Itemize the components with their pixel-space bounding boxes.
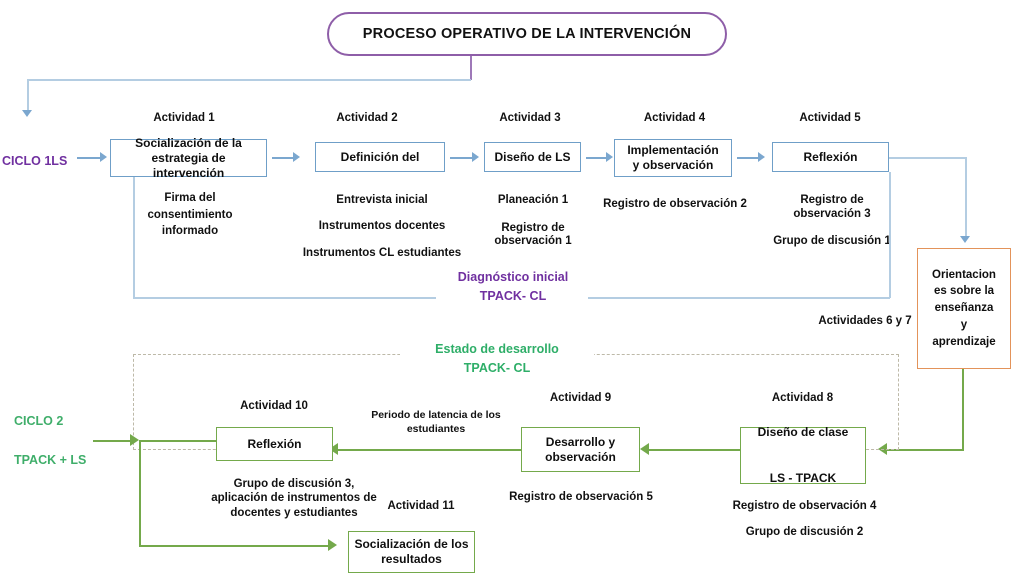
activity-1-outputs: Firma del consentimiento informado: [147, 192, 233, 238]
activity-8-outputs: Registro de observación 4 Grupo de discu…: [732, 500, 877, 539]
activity-5-outputs: Registro de observación 3 Grupo de discu…: [773, 194, 891, 248]
page-title: PROCESO OPERATIVO DE LA INTERVENCIÓN: [362, 26, 692, 42]
a8-a9-arrow-icon: [640, 443, 649, 455]
cycle2-entry-arrow-icon: [130, 434, 139, 446]
activity-4-number: Actividad 4: [643, 112, 706, 124]
a5-to-orientation-arrow-icon: [960, 236, 970, 243]
a3-a4-line: [586, 157, 609, 159]
cycle1-entry-arrow-icon: [100, 152, 107, 162]
cycle2-entry-line: [93, 440, 133, 443]
a8-a9-line: [649, 449, 741, 452]
title-elbow-vertical: [27, 79, 29, 112]
title-down-connector: [470, 56, 472, 80]
a5-to-orientation-vertical: [965, 157, 967, 239]
latency-note: Periodo de latencia de los estudiantes: [371, 409, 501, 435]
cycle1-phase-label: Diagnóstico inicial TPACK- CL: [457, 270, 569, 303]
activity-2-box[interactable]: Definición del: [315, 142, 445, 172]
cycle2-loop-vertical: [139, 440, 142, 547]
a2-a3-line: [450, 157, 475, 159]
activity-1-number: Actividad 1: [153, 112, 215, 124]
activity-11-box[interactable]: Socialización de los resultados: [348, 531, 475, 573]
activity-5-box[interactable]: Reflexión: [772, 142, 889, 172]
orientation-highlight-box[interactable]: Orientacion es sobre la enseñanza y apre…: [917, 248, 1011, 369]
cycle1-feedback-horizontal-b: [588, 297, 890, 299]
a3-a4-arrow-icon: [606, 152, 613, 162]
cycle1-feedback-vertical-left: [133, 177, 135, 298]
activity-10-box[interactable]: Reflexión: [216, 427, 333, 461]
activity-2-number: Actividad 2: [336, 112, 398, 124]
activity-4-outputs: Registro de observación 2: [603, 198, 747, 210]
cycle1-entry-line: [77, 157, 103, 159]
cycle2-label: CICLO 2 TPACK + LS: [14, 414, 87, 467]
activity-8-number: Actividad 8: [771, 392, 834, 404]
activity-4-box[interactable]: Implementación y observación: [614, 139, 732, 177]
a9-a10-arrow-icon: [329, 443, 338, 455]
cycle2-phase-label: Estado de desarrollo TPACK- CL: [400, 340, 594, 378]
a4-a5-line: [737, 157, 761, 159]
activity-9-box[interactable]: Desarrollo y observación: [521, 427, 640, 472]
orientation-to-cycle2-horizontal: [887, 449, 963, 452]
title-elbow-horizontal: [27, 79, 471, 81]
a1-a2-line: [272, 157, 296, 159]
a9-a10-line: [338, 449, 522, 452]
cycle2-loop-bottom-arrow-icon: [328, 539, 337, 551]
activity-3-number: Actividad 3: [499, 112, 561, 124]
cycle1-feedback-vertical-right: [889, 172, 891, 298]
activity-1-box[interactable]: Socialización de la estrategia de interv…: [110, 136, 267, 180]
activity-11-number: Actividad 11: [387, 500, 455, 512]
cycle2-loop-bottom-horizontal: [139, 545, 331, 548]
activity-3-outputs: Planeación 1 Registro de observación 1: [494, 194, 572, 248]
cycle1-feedback-horizontal-a: [133, 297, 436, 299]
a2-a3-arrow-icon: [472, 152, 479, 162]
activity-2-outputs: Entrevista inicial Instrumentos docentes…: [302, 194, 462, 259]
a4-a5-arrow-icon: [758, 152, 765, 162]
cycle2-loop-top-horizontal: [139, 440, 217, 443]
activity-9-outputs: Registro de observación 5: [509, 491, 653, 503]
title-connector-arrow-icon: [22, 110, 32, 117]
a1-a2-arrow-icon: [293, 152, 300, 162]
activity-8-box[interactable]: Diseño de clase LS - TPACK: [740, 425, 866, 485]
cycle1-label: CICLO 1LS: [2, 154, 68, 168]
activity-3-box[interactable]: Diseño de LS: [484, 142, 581, 172]
orientation-to-cycle2-vertical: [962, 369, 965, 451]
a5-to-orientation-line: [889, 157, 967, 159]
activity-10-outputs: Grupo de discusión 3, aplicación de inst…: [211, 478, 377, 519]
activity-9-number: Actividad 9: [549, 392, 612, 404]
activity-5-number: Actividad 5: [799, 112, 861, 124]
diagram-title-pill: PROCESO OPERATIVO DE LA INTERVENCIÓN: [327, 12, 727, 56]
cycle1-bridge-label: Actividades 6 y 7: [818, 315, 912, 327]
activity-10-number: Actividad 10: [240, 400, 308, 412]
